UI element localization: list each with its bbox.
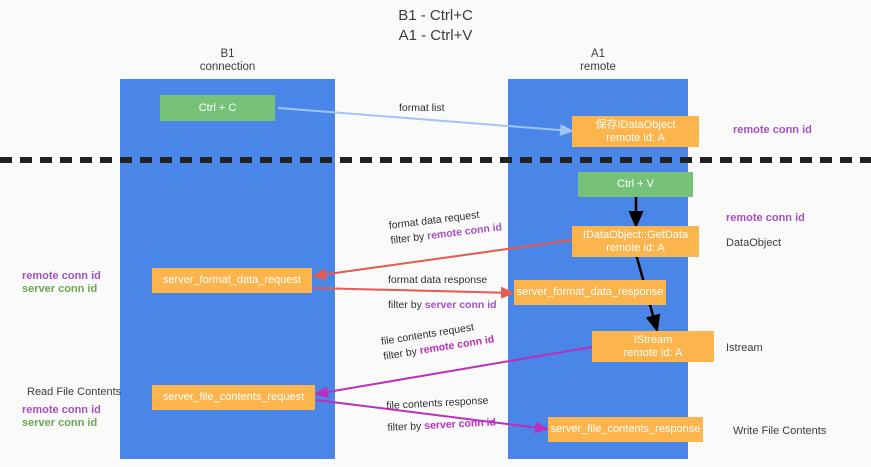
lane-header-b1: B1 connection <box>199 48 256 73</box>
node-istream[interactable]: IStream remote id: A <box>592 331 714 362</box>
left-label-remote-conn-id-mid: remote conn id <box>22 270 101 282</box>
edge-label-file-contents-request: file contents request filter by remote c… <box>380 317 495 364</box>
right-label-dataobject: DataObject <box>726 237 782 249</box>
left-label-remote-conn-id-low: remote conn id <box>22 404 101 416</box>
filter-prefix: filter by <box>389 230 428 247</box>
edge-label-format-data-response-text: format data response <box>388 274 488 286</box>
left-label-server-conn-id-mid: server conn id <box>22 283 98 295</box>
node-ctrl-c[interactable]: Ctrl + C <box>160 95 275 121</box>
node-idataobject-getdata[interactable]: IDataObject::GetData remote id: A <box>572 226 699 257</box>
edge-label-file-contents-response-text: file contents response <box>386 394 489 412</box>
node-idataobject[interactable]: 保存IDataObject remote id: A <box>572 116 699 147</box>
node-server-format-data-request[interactable]: server_format_data_request <box>152 268 312 293</box>
page-title: B1 - Ctrl+C A1 - Ctrl+V <box>398 7 473 44</box>
edge-label-format-data-response-filter: filter by server conn id <box>388 298 497 313</box>
right-label-istream: Istream <box>726 342 763 354</box>
right-label-remote-conn-id-mid: remote conn id <box>726 212 805 224</box>
right-label-write-file-contents: Write File Contents <box>733 425 827 437</box>
lane-header-a1: A1 remote <box>580 48 616 73</box>
edge-label-file-contents-response-filter: filter by server conn id <box>387 415 496 436</box>
node-server-format-data-response[interactable]: server_format_data_response <box>514 280 666 305</box>
node-server-file-contents-request[interactable]: server_file_contents_request <box>152 385 315 410</box>
filter-key-server-conn-id: server conn id <box>424 299 497 311</box>
filter-prefix: filter by <box>388 299 425 311</box>
edge-label-format-list: format list <box>399 102 445 114</box>
node-ctrl-v[interactable]: Ctrl + V <box>578 172 693 197</box>
left-label-read-file-contents: Read File Contents <box>27 386 122 398</box>
edge-label-file-contents-response: file contents response filter by server … <box>386 393 496 436</box>
edge-label-format-data-request: format data request filter by remote con… <box>388 205 503 248</box>
filter-key-server-conn-id: server conn id <box>423 416 497 433</box>
right-label-remote-conn-id-top: remote conn id <box>733 124 812 136</box>
filter-prefix: filter by <box>387 420 425 434</box>
left-label-server-conn-id-low: server conn id <box>22 417 98 429</box>
node-server-file-contents-response[interactable]: server_file_contents_response <box>548 417 703 442</box>
edge-label-format-data-response: format data response filter by server co… <box>388 273 497 313</box>
